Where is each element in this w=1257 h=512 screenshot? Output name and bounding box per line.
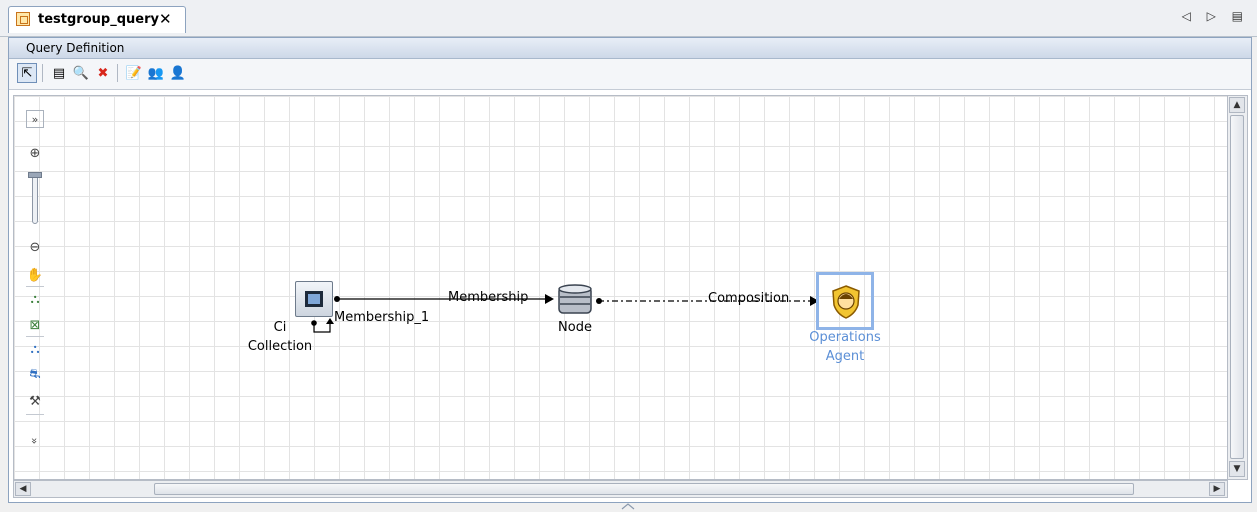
ci-label-line1: Ci xyxy=(273,320,287,335)
toolbar: ⇱ ▤ 🔍 ✖ 📝 👥 👤 xyxy=(9,59,1251,90)
select-mode-icon[interactable]: ⇱ xyxy=(17,63,37,83)
panel-header: Query Definition xyxy=(9,38,1251,59)
delete-icon[interactable]: ✖ xyxy=(97,65,109,81)
node-node[interactable] xyxy=(557,283,595,317)
ci-collection-icon xyxy=(295,281,333,317)
pan-hand-icon[interactable]: ✋ xyxy=(26,267,44,283)
ci-collection-label: Ci Collection xyxy=(225,318,335,356)
expand-palette-icon[interactable]: » xyxy=(26,110,44,128)
ci-collection-node[interactable] xyxy=(295,281,333,317)
composition-edge-start xyxy=(596,298,602,304)
scroll-left-arrow[interactable]: ◀ xyxy=(15,482,31,496)
node-label: Node xyxy=(558,320,592,335)
fit-to-window-icon[interactable]: ⊠ xyxy=(29,317,41,333)
user-icon[interactable]: 👤 xyxy=(169,65,187,81)
membership-1-loop-arrow xyxy=(326,318,334,324)
close-icon[interactable]: ✕ xyxy=(159,10,172,28)
tools-icon[interactable]: ⚒ xyxy=(29,393,41,409)
query-canvas[interactable]: » ⊕ ⊖ ✋ ⛬ ⊠ ⛬ ⛐ ⚒ » xyxy=(13,95,1228,480)
panel-title: Query Definition xyxy=(26,41,125,55)
panel-resize-handle[interactable] xyxy=(620,503,636,510)
ci-label-line2: Collection xyxy=(247,339,313,354)
horizontal-scrollbar[interactable]: ◀ ▶ xyxy=(13,480,1228,498)
database-icon xyxy=(558,284,592,314)
membership-edge-start xyxy=(334,296,340,302)
zoom-out-icon[interactable]: ⊖ xyxy=(29,239,41,255)
tree-layout-icon[interactable]: ⛬ xyxy=(30,341,40,357)
hierarchical-layout-icon[interactable]: ⛬ xyxy=(30,291,40,307)
composition-edge-arrow xyxy=(810,296,819,306)
tab-title: testgroup_query xyxy=(38,12,159,27)
membership-edge-arrow xyxy=(545,294,554,304)
vertical-scroll-thumb[interactable] xyxy=(1230,115,1244,459)
calculator-icon[interactable]: ▤ xyxy=(52,65,66,81)
properties-icon[interactable]: 📝 xyxy=(125,65,143,81)
scroll-up-arrow[interactable]: ▲ xyxy=(1229,97,1245,113)
composition-edge-label[interactable]: Composition xyxy=(708,291,790,306)
membership-1-loop-start xyxy=(311,320,317,326)
operations-agent-label-line2: Agent xyxy=(825,349,865,364)
membership-1-label[interactable]: Membership_1 xyxy=(334,310,430,325)
operations-agent-label-line1: Operations xyxy=(809,330,881,345)
zoom-in-icon[interactable]: ⊕ xyxy=(29,145,41,161)
tab-navigation-arrows[interactable]: ◁ ▷ ▤ xyxy=(1181,9,1249,23)
query-edges xyxy=(311,294,819,333)
resize-chevron-icon xyxy=(621,503,635,510)
users-icon[interactable]: 👥 xyxy=(147,65,165,81)
scroll-down-arrow[interactable]: ▼ xyxy=(1229,461,1245,477)
zoom-slider[interactable] xyxy=(28,172,42,224)
tab-testgroup-query[interactable]: testgroup_query ✕ xyxy=(8,6,186,33)
membership-1-loop[interactable] xyxy=(313,324,331,333)
query-icon xyxy=(16,12,30,26)
canvas-palette: » ⊕ ⊖ ✋ ⛬ ⊠ ⛬ ⛐ ⚒ » xyxy=(24,110,46,475)
membership-edge-label[interactable]: Membership xyxy=(448,290,529,305)
vertical-scrollbar[interactable]: ▲ ▼ xyxy=(1227,95,1248,480)
operations-agent-icon xyxy=(832,285,860,319)
preview-icon[interactable]: 🔍 xyxy=(72,65,90,81)
scroll-right-arrow[interactable]: ▶ xyxy=(1209,482,1225,496)
query-definition-panel: Query Definition ⇱ ▤ 🔍 ✖ 📝 👥 👤 » ⊕ ⊖ ✋ ⛬… xyxy=(8,37,1252,503)
operations-agent-node[interactable] xyxy=(816,272,874,330)
layout-properties-icon[interactable]: ⛐ xyxy=(29,366,41,382)
editor-tab-strip: testgroup_query ✕ ◁ ▷ ▤ xyxy=(0,0,1257,37)
operations-agent-label: Operations Agent xyxy=(795,328,895,366)
horizontal-scroll-thumb[interactable] xyxy=(154,483,1134,495)
zoom-slider-thumb[interactable] xyxy=(28,172,42,178)
